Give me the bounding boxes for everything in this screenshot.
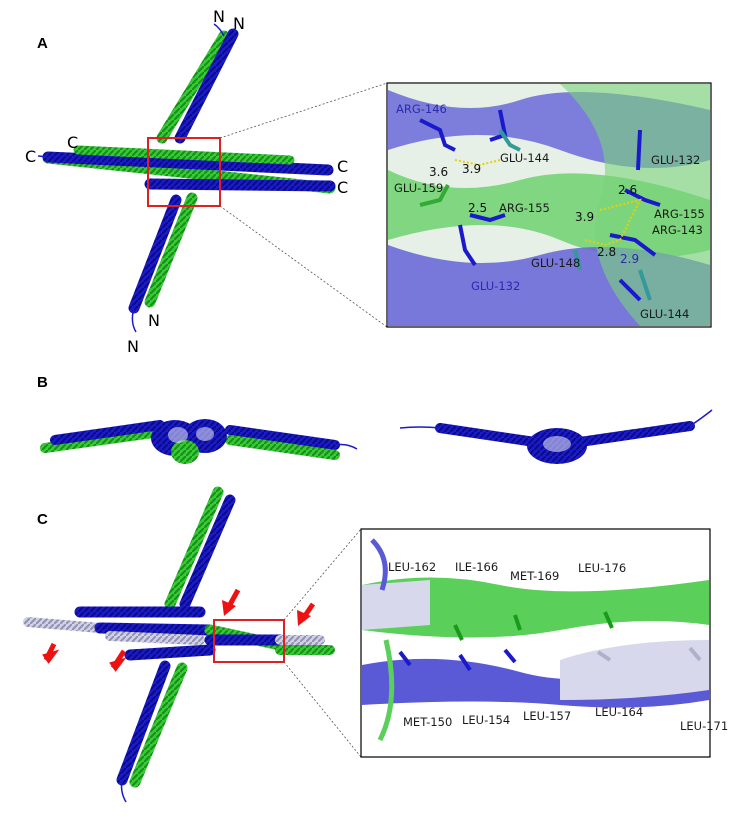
residue-label: MET-150 [403, 715, 452, 729]
terminus-label: C [337, 178, 348, 197]
residue-label: ARG-155 [654, 207, 705, 221]
zoom-guide [283, 661, 362, 758]
zoom-panel-c: LEU-162 ILE-166 MET-169 LEU-176 MET-150 … [360, 528, 728, 758]
terminus-label: C [25, 147, 36, 166]
residue-label: LEU-164 [595, 705, 643, 719]
residue-label: GLU-159 [394, 181, 443, 195]
zoom-guide [219, 82, 388, 139]
helix-green [73, 145, 295, 165]
panel-a-structure [37, 23, 336, 333]
zoom-box [147, 137, 221, 207]
terminus-label: C [67, 133, 78, 152]
residue-label: LEU-176 [578, 561, 626, 575]
distance-label: 2.8 [597, 245, 616, 259]
distance-label: 3.9 [575, 210, 594, 224]
distance-label: 3.6 [429, 165, 448, 179]
distance-label: 2.6 [618, 183, 637, 197]
terminus-label: N [233, 14, 245, 33]
helix-green [144, 192, 198, 308]
helix-blue [144, 178, 336, 192]
distance-label: 2.5 [468, 201, 487, 215]
residue-label: LEU-154 [462, 713, 510, 727]
panel-b-structure-right [399, 409, 713, 464]
highlight-arrows [42, 588, 316, 672]
residue-label: LEU-157 [523, 709, 571, 723]
residue-label: LEU-171 [680, 719, 728, 733]
panel-b-structure-left [40, 419, 358, 464]
panel-c-structure [23, 486, 335, 803]
residue-label: GLU-148 [531, 256, 580, 270]
distance-label: 2.9 [620, 252, 639, 266]
residue-label: MET-169 [510, 569, 559, 583]
terminus-label: N [213, 7, 225, 26]
distance-label: 3.9 [462, 162, 481, 176]
zoom-box [213, 619, 285, 663]
residue-label: GLU-144 [640, 307, 689, 321]
panel-c-label: C [37, 511, 48, 528]
helix-blue [42, 151, 334, 176]
helix-blue [128, 194, 182, 314]
residue-label: ILE-166 [455, 560, 498, 574]
terminus-label: N [148, 311, 160, 330]
residue-label: ARG-146 [396, 102, 447, 116]
panel-b-label: B [37, 374, 48, 391]
zoom-panel-a: ARG-146 GLU-144 GLU-132 GLU-159 ARG-155 … [386, 82, 712, 328]
residue-label: GLU-132 [651, 153, 700, 167]
residue-label: ARG-155 [499, 201, 550, 215]
zoom-guide [283, 528, 362, 621]
helix-green [156, 30, 230, 144]
residue-label: GLU-144 [500, 151, 549, 165]
zoom-guide [219, 205, 388, 328]
residue-label: ARG-143 [652, 223, 703, 237]
helix-blue [174, 28, 239, 144]
residue-label: LEU-162 [388, 560, 436, 574]
terminus-label: C [337, 157, 348, 176]
panel-a-label: A [37, 35, 48, 52]
residue-label: GLU-132 [471, 279, 520, 293]
terminus-label: N [127, 337, 139, 356]
